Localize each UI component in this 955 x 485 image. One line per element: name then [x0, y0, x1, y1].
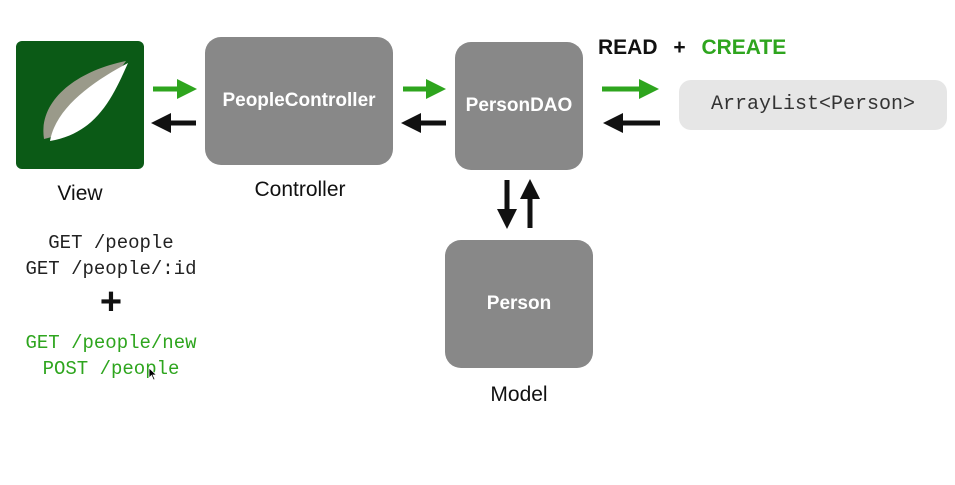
controller-label: PeopleController — [222, 90, 376, 111]
view-logo-icon — [16, 41, 144, 169]
routes-plus: + — [99, 281, 123, 323]
storage-label: ArrayList<Person> — [710, 93, 916, 116]
leaf-icon — [43, 61, 128, 141]
view-caption: View — [57, 182, 103, 205]
model-label: Person — [486, 293, 552, 314]
route-new-1: POST /people — [42, 358, 180, 380]
storage-box: ArrayList<Person> — [679, 80, 947, 130]
ops-plus: + — [673, 36, 686, 59]
dao-label: PersonDAO — [465, 95, 573, 116]
controller-box: PeopleController — [205, 37, 393, 165]
dao-box: PersonDAO — [455, 42, 583, 170]
controller-caption: Controller — [254, 178, 346, 201]
ops-label: READ + CREATE — [598, 36, 786, 60]
create-label: CREATE — [701, 36, 787, 59]
read-label: READ — [598, 36, 658, 59]
mouse-cursor-icon — [148, 367, 158, 381]
route-existing-1: GET /people/:id — [25, 258, 197, 280]
model-box: Person — [445, 240, 593, 368]
route-new-0: GET /people/new — [25, 332, 197, 354]
route-existing-0: GET /people — [48, 232, 174, 254]
model-caption: Model — [490, 383, 548, 406]
